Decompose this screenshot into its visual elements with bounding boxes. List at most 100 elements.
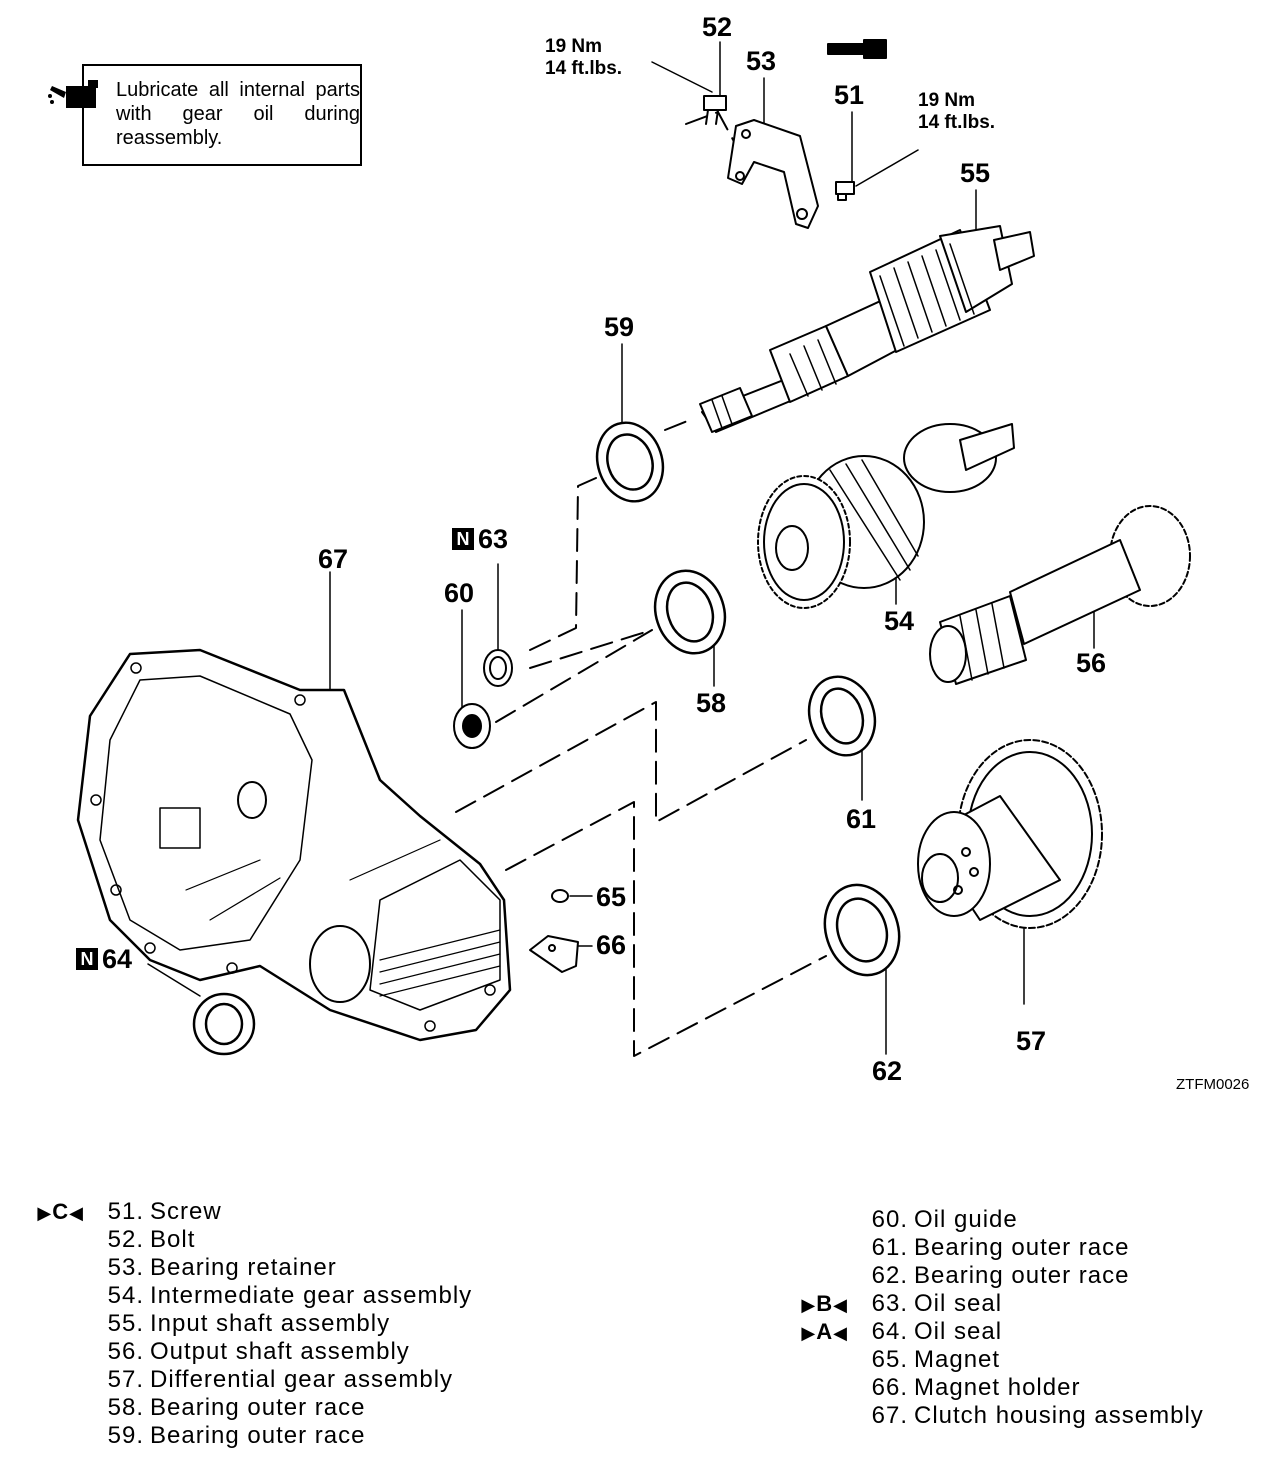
legend-item: 52.Bolt [96, 1226, 472, 1254]
new-part-badge: N [452, 528, 474, 550]
legend-item-name: Intermediate gear assembly [150, 1282, 473, 1309]
legend-item: 54.Intermediate gear assembly [96, 1282, 472, 1310]
legend-item: 53.Bearing retainer [96, 1254, 472, 1282]
legend-item: 62.Bearing outer race [860, 1262, 1204, 1290]
differential-drawing [917, 739, 1103, 929]
legend-item: 61.Bearing outer race [860, 1234, 1204, 1262]
legend-item-number: 53. [107, 1254, 144, 1281]
legend-item-name: Bearing outer race [150, 1394, 366, 1421]
bolt-52-drawing [703, 95, 727, 125]
clutch-housing-drawing [76, 648, 512, 1042]
legend-item-number: 55. [107, 1310, 144, 1337]
legend-item-name: Output shaft assembly [150, 1338, 410, 1365]
callout-66: 66 [596, 930, 627, 960]
magnet-drawing [551, 889, 569, 903]
legend-item-number: 66. [871, 1374, 908, 1401]
callout-51: 51 [834, 80, 865, 110]
legend-item-name: Bearing outer race [914, 1234, 1130, 1261]
oil-seal-64-drawing [192, 992, 256, 1056]
callout-52: 52 [702, 12, 733, 42]
callout-62: 62 [872, 1056, 903, 1086]
legend-item: 67.Clutch housing assembly [860, 1402, 1204, 1430]
legend-item: 57.Differential gear assembly [96, 1366, 472, 1394]
legend-item-number: 64. [871, 1318, 908, 1345]
callout-53: 53 [746, 46, 777, 76]
legend-item: 55.Input shaft assembly [96, 1310, 472, 1338]
legend-item-name: Magnet holder [914, 1374, 1081, 1401]
legend-item: ▶B◀ 63.Oil seal [801, 1290, 1204, 1318]
legend-item-number: 51. [107, 1198, 144, 1225]
output-shaft-drawing [929, 505, 1191, 685]
legend-item-name: Bolt [150, 1226, 196, 1253]
legend-item-number: 67. [871, 1402, 908, 1429]
legend-item-number: 61. [871, 1234, 908, 1261]
bolt-symbol-icon [827, 39, 887, 59]
callout-58: 58 [696, 688, 727, 718]
legend-item: ▶C◀ 51.Screw [37, 1198, 472, 1226]
bearing-race-59-drawing [595, 421, 665, 503]
lubrication-note: Lubricate all internal parts with gear o… [82, 64, 362, 166]
oil-can-icon [48, 74, 104, 119]
oil-guide-60-drawing [453, 703, 491, 749]
callout-56: 56 [1076, 648, 1107, 678]
legend-item-name: Oil guide [914, 1206, 1018, 1233]
install-step-mark: ▶A◀ [801, 1319, 848, 1344]
intermediate-gear-drawing [757, 423, 1015, 609]
input-shaft-drawing [699, 225, 1035, 433]
oil-seal-63-drawing [483, 649, 513, 687]
legend-item-number: 65. [871, 1346, 908, 1373]
legend-item-name: Bearing retainer [150, 1254, 337, 1281]
callout-54: 54 [884, 606, 915, 636]
legend-item-number: 54. [107, 1282, 144, 1309]
torque-spec-bolt-52: 19 Nm 14 ft.lbs. [545, 36, 623, 79]
legend-item-name: Bearing outer race [914, 1262, 1130, 1289]
legend-item-name: Oil seal [914, 1318, 1003, 1345]
bearing-retainer-drawing [727, 119, 819, 229]
bearing-race-61-drawing [807, 675, 877, 757]
screw-51-drawing [835, 181, 855, 201]
install-step-mark: ▶C◀ [37, 1199, 84, 1224]
legend-item: ▶A◀ 64.Oil seal [801, 1318, 1204, 1346]
bearing-race-62-drawing [823, 883, 901, 977]
legend-item-name: Differential gear assembly [150, 1366, 454, 1393]
legend-item-number: 59. [107, 1422, 144, 1449]
legend-item-name: Oil seal [914, 1290, 1003, 1317]
bearing-race-58-drawing [653, 569, 727, 655]
legend-item-name: Clutch housing assembly [914, 1402, 1204, 1429]
callout-60: 60 [444, 578, 475, 608]
legend-item-number: 62. [871, 1262, 908, 1289]
callout-59: 59 [604, 312, 635, 342]
install-step-mark: ▶B◀ [801, 1291, 848, 1316]
callout-55: 55 [960, 158, 991, 188]
torque-spec-screw-51: 19 Nm 14 ft.lbs. [918, 90, 996, 133]
legend-item: 59.Bearing outer race [96, 1422, 472, 1450]
legend-item-number: 58. [107, 1394, 144, 1421]
legend-item-name: Magnet [914, 1346, 1001, 1373]
legend-item-number: 57. [107, 1366, 144, 1393]
magnet-holder-drawing [529, 935, 579, 973]
legend-item-number: 60. [871, 1206, 908, 1233]
exploded-view-drawing [76, 39, 1191, 1057]
lubrication-note-text: Lubricate all internal parts with gear o… [116, 79, 360, 149]
figure-code: ZTFM0026 [1176, 1076, 1250, 1093]
callout-65: 65 [596, 882, 627, 912]
callout-57: 57 [1016, 1026, 1047, 1056]
new-part-badge: N [76, 948, 98, 970]
legend-item-number: 63. [871, 1290, 908, 1317]
callout-61: 61 [846, 804, 877, 834]
legend-item-number: 56. [107, 1338, 144, 1365]
legend-item: 56.Output shaft assembly [96, 1338, 472, 1366]
legend-item-name: Screw [150, 1198, 222, 1225]
legend-item-number: 52. [107, 1226, 144, 1253]
legend-item-name: Bearing outer race [150, 1422, 366, 1449]
legend-item: 65.Magnet [860, 1346, 1204, 1374]
legend-item: 66.Magnet holder [860, 1374, 1204, 1402]
legend-item: 58.Bearing outer race [96, 1394, 472, 1422]
legend-item: 60.Oil guide [860, 1206, 1204, 1234]
legend-item-name: Input shaft assembly [150, 1310, 391, 1337]
callout-67: 67 [318, 544, 349, 574]
